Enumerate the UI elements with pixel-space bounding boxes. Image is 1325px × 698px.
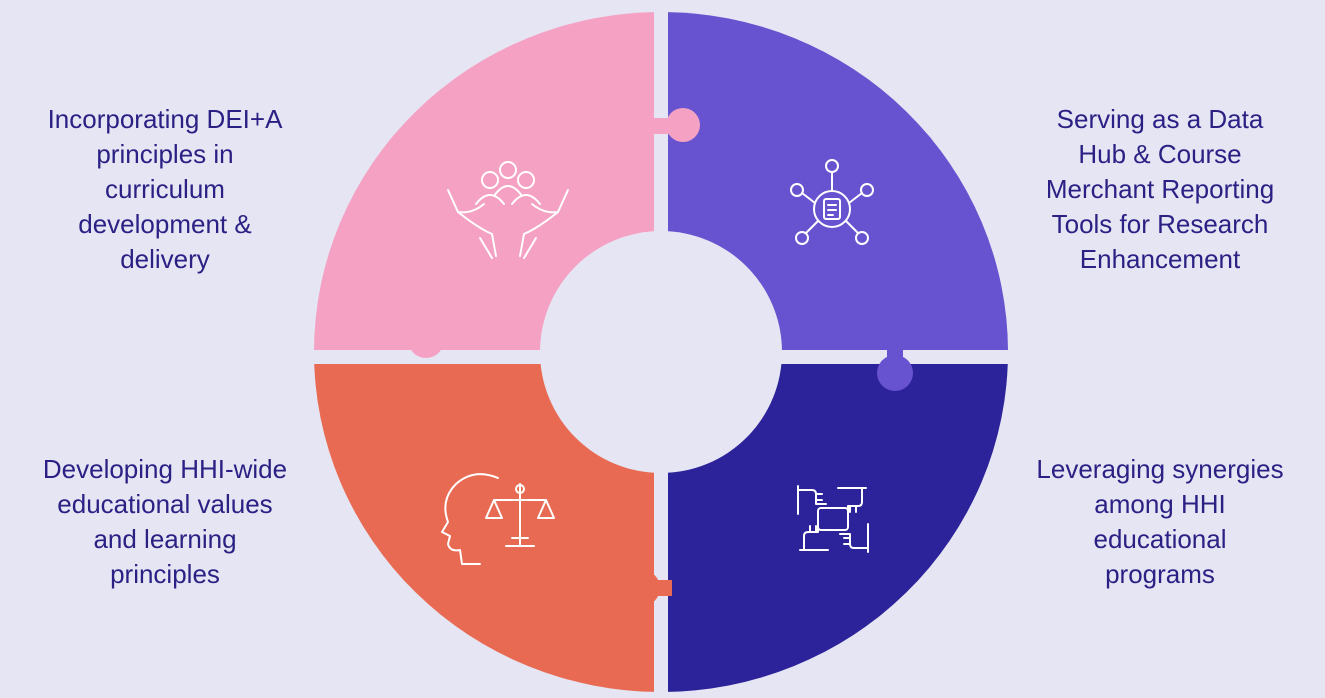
label-line: educational values	[57, 489, 273, 519]
label-line: Developing HHI-wide	[42, 454, 288, 484]
label-line: development &	[78, 209, 252, 239]
head-with-scales-icon	[441, 473, 555, 565]
label-line: Merchant Reporting	[1045, 174, 1275, 204]
knob-bottom	[624, 570, 660, 606]
label-line: Enhancement	[1079, 244, 1241, 274]
data-hub-network-icon	[790, 159, 874, 245]
piece-top-right	[668, 12, 1008, 350]
label-top-right: Serving as a Data Hub & Course Merchant …	[1000, 102, 1320, 277]
puzzle-knobs	[408, 108, 913, 606]
label-line: Hub & Course	[1078, 139, 1242, 169]
puzzle-knob-part	[887, 344, 903, 366]
label-line: programs	[1105, 559, 1215, 589]
label-line: Serving as a Data	[1056, 104, 1264, 134]
knob-right	[877, 355, 913, 391]
label-line: Tools for Research	[1051, 209, 1269, 239]
hands-holding-people-icon	[447, 161, 569, 259]
piece-top-left	[314, 12, 654, 350]
label-line: delivery	[120, 244, 210, 274]
label-line: Incorporating DEI+A	[47, 104, 283, 134]
piece-bottom-left	[314, 364, 654, 692]
interlocking-hands-icon	[797, 485, 869, 553]
piece-bottom-right	[668, 364, 1008, 692]
label-line: educational	[1093, 524, 1227, 554]
label-line: Leveraging synergies	[1036, 454, 1284, 484]
label-bottom-right: Leveraging synergies among HHI education…	[1000, 452, 1320, 592]
label-line: and learning	[93, 524, 237, 554]
label-line: among HHI	[1094, 489, 1226, 519]
knob-top	[666, 108, 700, 142]
label-bottom-left: Developing HHI-wide educational values a…	[5, 452, 325, 592]
puzzle-knob-part	[418, 330, 434, 352]
label-line: curriculum	[105, 174, 225, 204]
label-line: principles	[110, 559, 220, 589]
label-line: principles in	[96, 139, 234, 169]
label-top-left: Incorporating DEI+A principles in curric…	[5, 102, 325, 277]
puzzle-knob-part	[650, 118, 672, 134]
puzzle-knob-part	[650, 580, 672, 596]
